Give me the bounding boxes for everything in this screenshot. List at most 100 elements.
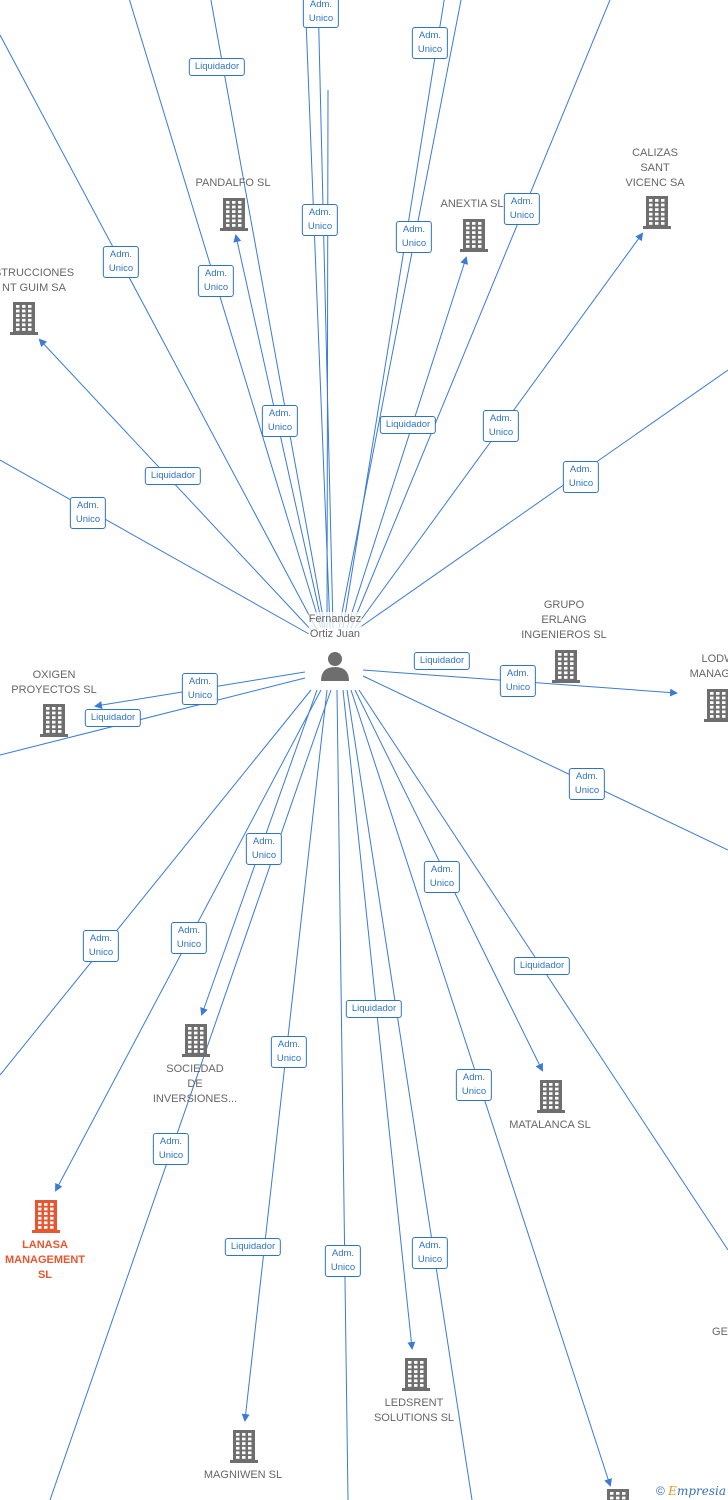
oxigen-building-icon[interactable] xyxy=(40,704,68,737)
edge-label-text: Unico xyxy=(267,422,293,433)
node-label-anextia[interactable]: ANEXTIA SL xyxy=(441,197,504,212)
edge-label-15[interactable]: Liquidador xyxy=(413,652,471,670)
person-icon[interactable] xyxy=(321,652,349,681)
edge-label-text: Adm. xyxy=(418,30,442,41)
node-label-line: PANDALFO SL xyxy=(195,177,271,189)
edge-label-16[interactable]: Adm.Unico xyxy=(499,665,537,697)
node-label-magniwen[interactable]: MAGNIWEN SL xyxy=(204,1468,282,1483)
edge-label-text: Unico xyxy=(429,878,455,889)
edge-label-text: Adm. xyxy=(418,1240,442,1251)
node-label-lodw[interactable]: LODWMANAGEM xyxy=(690,652,728,682)
edge-label-18[interactable]: Adm.Unico xyxy=(568,768,606,800)
node-label-line: MATALANCA SL xyxy=(509,1119,591,1131)
ledsrent-building-icon[interactable] xyxy=(402,1358,430,1391)
edge-line-8 xyxy=(326,89,329,629)
node-label-matalanca[interactable]: MATALANCA SL xyxy=(509,1118,591,1133)
edge-label-21[interactable]: Adm.Unico xyxy=(82,930,120,962)
edge-label-text: Unico xyxy=(417,1254,443,1265)
edge-label-11[interactable]: Liquidador xyxy=(144,467,202,485)
edge-label-22[interactable]: Adm.Unico xyxy=(170,922,208,954)
edge-label-24[interactable]: Liquidador xyxy=(513,957,571,975)
edge-label-text: Adm. xyxy=(204,268,228,279)
edge-label-text: Unico xyxy=(251,850,277,861)
brand-logo[interactable]: Empresia xyxy=(668,1484,726,1498)
sociedad-building-icon[interactable] xyxy=(182,1024,210,1057)
node-label-line: INGENIEROS SL xyxy=(521,629,607,641)
matalanca-building-icon[interactable] xyxy=(537,1080,565,1113)
lanasa-building-icon[interactable] xyxy=(32,1200,60,1233)
edge-label-17[interactable]: Liquidador xyxy=(84,709,142,727)
edge-label-text: Adm. xyxy=(177,925,201,936)
edge-label-text: Unico xyxy=(417,44,443,55)
edge-label-26[interactable]: Adm.Unico xyxy=(455,1069,493,1101)
node-label-line: MANAGEMENT xyxy=(4,1254,86,1266)
anextia-building-icon[interactable] xyxy=(460,219,488,252)
edge-label-text: Unico xyxy=(276,1053,302,1064)
edge-label-12[interactable]: Adm.Unico xyxy=(562,461,600,493)
pandalfo-building-icon[interactable] xyxy=(220,198,248,231)
edge-label-text: Adm. xyxy=(331,1248,355,1259)
node-label-pandalfo[interactable]: PANDALFO SL xyxy=(196,176,271,191)
node-label-line: ANEXTIA SL xyxy=(440,198,504,210)
calizas-building-icon[interactable] xyxy=(643,196,671,229)
edge-label-text: Adm. xyxy=(277,1039,301,1050)
edge-label-text: Adm. xyxy=(402,224,426,235)
edge-label-10[interactable]: Adm.Unico xyxy=(482,410,520,442)
bottom-right-building-icon[interactable] xyxy=(604,1489,632,1500)
edge-label-5[interactable]: Adm.Unico xyxy=(503,193,541,225)
edge-label-text: Liquidador xyxy=(519,960,565,971)
edge-line-18 xyxy=(0,677,306,756)
edge-label-7[interactable]: Adm. Unico xyxy=(197,265,235,297)
edge-line-1 xyxy=(317,0,334,629)
edge-line-4 xyxy=(210,0,326,629)
grupo-erlang-building-icon[interactable] xyxy=(552,650,580,683)
node-label-line: ERLANG xyxy=(541,614,587,626)
lodw-building-icon[interactable] xyxy=(704,689,728,722)
edge-label-2[interactable]: Liquidador xyxy=(188,58,246,76)
edge-label-text: Unico xyxy=(330,1262,356,1273)
edge-label-6[interactable]: Adm.Unico xyxy=(102,246,140,278)
edge-label-0[interactable]: Adm.Unico xyxy=(302,0,340,28)
edge-label-20[interactable]: Adm.Unico xyxy=(423,861,461,893)
edge-label-text: Unico xyxy=(203,282,229,293)
edge-label-3[interactable]: Adm.Unico xyxy=(301,204,339,236)
edge-label-13[interactable]: Adm.Unico xyxy=(69,497,107,529)
edge-label-30[interactable]: Adm. Unico xyxy=(411,1237,449,1269)
edge-label-27[interactable]: Adm.Unico xyxy=(152,1133,190,1165)
edge-line-3 xyxy=(342,0,445,629)
edge-label-8[interactable]: Adm.Unico xyxy=(261,405,299,437)
node-icons xyxy=(10,196,728,1500)
edge-label-1[interactable]: Adm. Unico xyxy=(411,27,449,59)
edge-label-9[interactable]: Liquidador xyxy=(379,416,437,434)
edge-label-23[interactable]: Liquidador xyxy=(345,1000,403,1018)
edge-label-text: Adm. xyxy=(188,676,212,687)
edge-label-25[interactable]: Adm. Unico xyxy=(270,1036,308,1068)
edge-label-text: Liquidador xyxy=(194,61,240,72)
node-label-line: SL xyxy=(37,1269,53,1281)
edge-label-28[interactable]: Adm. Unico xyxy=(324,1245,362,1277)
edge-line-25 xyxy=(342,689,416,1350)
edge-line-19 xyxy=(0,689,312,1076)
node-label-ge[interactable]: GE xyxy=(712,1325,728,1340)
magniwen-building-icon[interactable] xyxy=(230,1430,258,1463)
edge-label-text: Adm. xyxy=(569,464,593,475)
edge-line-10 xyxy=(350,0,611,629)
node-label-line: INVERSIONES... xyxy=(152,1093,238,1105)
edge-label-text: Liquidador xyxy=(90,712,136,723)
edge-label-14[interactable]: Adm.Unico xyxy=(181,673,219,705)
construcciones-building-icon[interactable] xyxy=(10,302,38,335)
edge-line-6 xyxy=(0,34,318,631)
edge-label-29[interactable]: Liquidador xyxy=(224,1238,282,1256)
node-label-line: CALIZAS xyxy=(632,147,678,159)
edge-label-19[interactable]: Adm.Unico xyxy=(245,833,283,865)
edge-label-4[interactable]: Adm.Unico xyxy=(395,221,433,253)
